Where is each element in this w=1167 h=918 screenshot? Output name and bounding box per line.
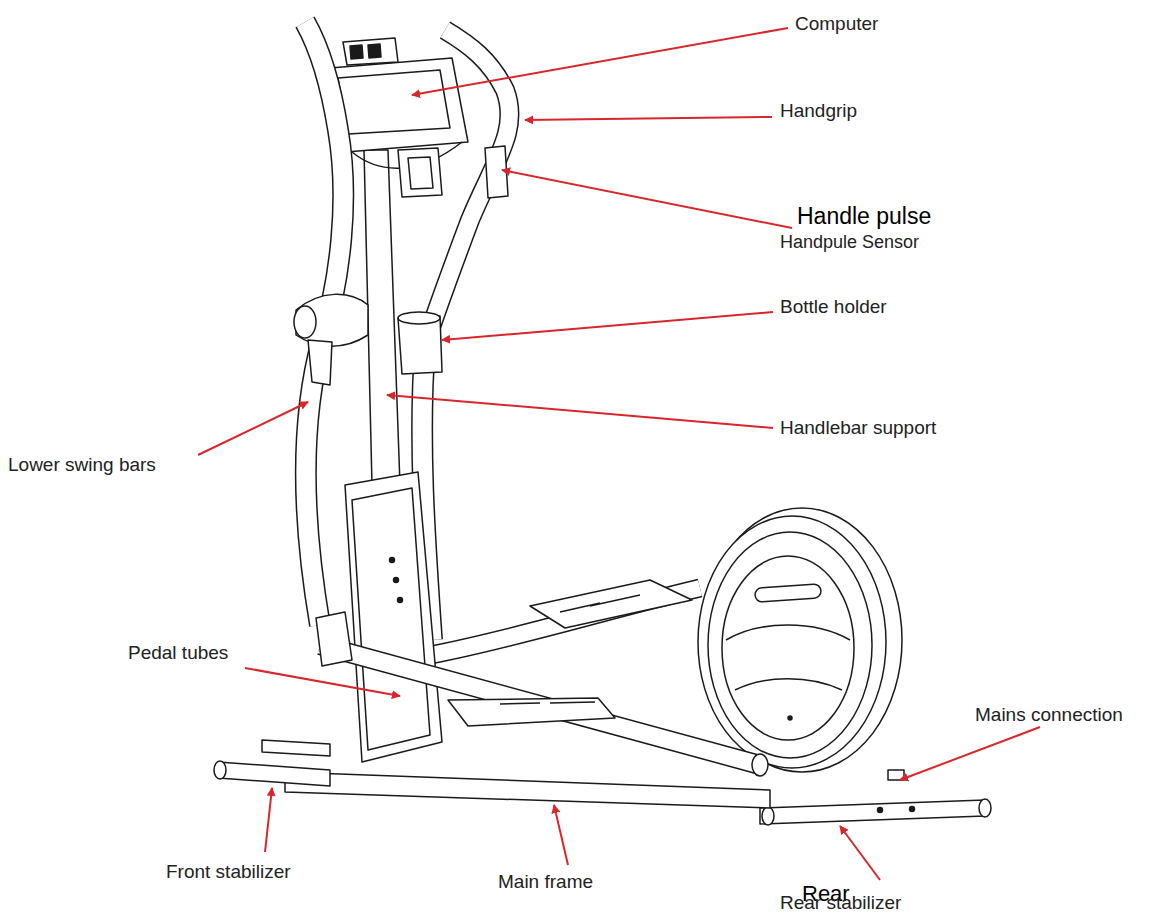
- pivot-cap: [294, 306, 316, 338]
- console-display: [343, 38, 398, 65]
- pedal-tube-outline: [320, 645, 760, 765]
- stabilizer-cap: [214, 761, 226, 779]
- flywheel-face: [698, 516, 886, 768]
- flywheel-rim: [708, 532, 872, 758]
- part-label: Mains connection: [975, 705, 1123, 726]
- part-label: Rear stabilizer: [780, 893, 901, 914]
- part-label: Front stabilizer: [166, 862, 291, 883]
- leader-arrow: [265, 788, 272, 852]
- bottle-holder-rim: [398, 312, 440, 324]
- rear-stabilizer: [760, 800, 985, 824]
- front-stabilizer: [218, 762, 330, 786]
- bolt: [788, 716, 792, 720]
- flywheel-line: [726, 625, 850, 640]
- support-base-panel: [352, 488, 430, 750]
- part-label: Handlebar support: [780, 418, 936, 439]
- bolt: [398, 598, 403, 603]
- flywheel-line: [735, 679, 842, 690]
- flywheel-slot: [755, 584, 822, 603]
- main-frame: [285, 772, 770, 808]
- pedal-grip: [500, 702, 595, 704]
- bolt: [910, 807, 915, 812]
- display-digits: [350, 44, 381, 59]
- leader-arrow: [554, 805, 568, 865]
- part-label: Lower swing bars: [8, 455, 156, 476]
- part-label: Bottle holder: [780, 297, 887, 318]
- leader-arrow: [198, 402, 308, 455]
- front-stabilizer-back: [262, 740, 330, 756]
- part-label: Pedal tubes: [128, 643, 228, 664]
- support-base: [345, 472, 442, 762]
- stabilizer-cap: [762, 807, 774, 825]
- leader-arrow: [525, 117, 772, 120]
- trainer-drawing: [214, 22, 991, 825]
- part-label: Handle pulse: [797, 204, 931, 229]
- pulse-sensor: [398, 148, 442, 197]
- part-label: Main frame: [498, 872, 593, 893]
- leader-arrow: [245, 668, 400, 696]
- pedal-tube: [320, 645, 760, 765]
- leader-arrow: [387, 395, 773, 428]
- pulse-sensor-pad: [408, 157, 433, 189]
- leader-arrow: [412, 28, 788, 95]
- part-label: Computer: [795, 14, 878, 35]
- leader-arrow: [900, 727, 1040, 780]
- swing-bar-sleeve: [308, 340, 332, 385]
- handlebar-support: [364, 150, 400, 485]
- pedal-grip: [560, 595, 640, 612]
- bolt: [394, 578, 399, 583]
- pedal-tube-cap: [752, 754, 768, 776]
- console: [330, 58, 468, 152]
- pulse-sensor: [485, 146, 508, 198]
- flywheel-disc: [722, 556, 854, 740]
- pedal: [448, 698, 615, 726]
- pedal: [530, 580, 692, 628]
- leader-arrows: [198, 28, 1040, 880]
- pedal-link: [316, 612, 352, 666]
- part-label: Handpule Sensor: [780, 233, 919, 253]
- leader-arrow: [442, 312, 773, 340]
- bolt: [878, 808, 883, 813]
- console-screen: [338, 70, 450, 134]
- part-label: Handgrip: [780, 101, 857, 122]
- leader-arrow: [502, 170, 792, 228]
- leader-arrow: [840, 826, 880, 880]
- bolt: [390, 558, 395, 563]
- stabilizer-cap: [979, 799, 991, 817]
